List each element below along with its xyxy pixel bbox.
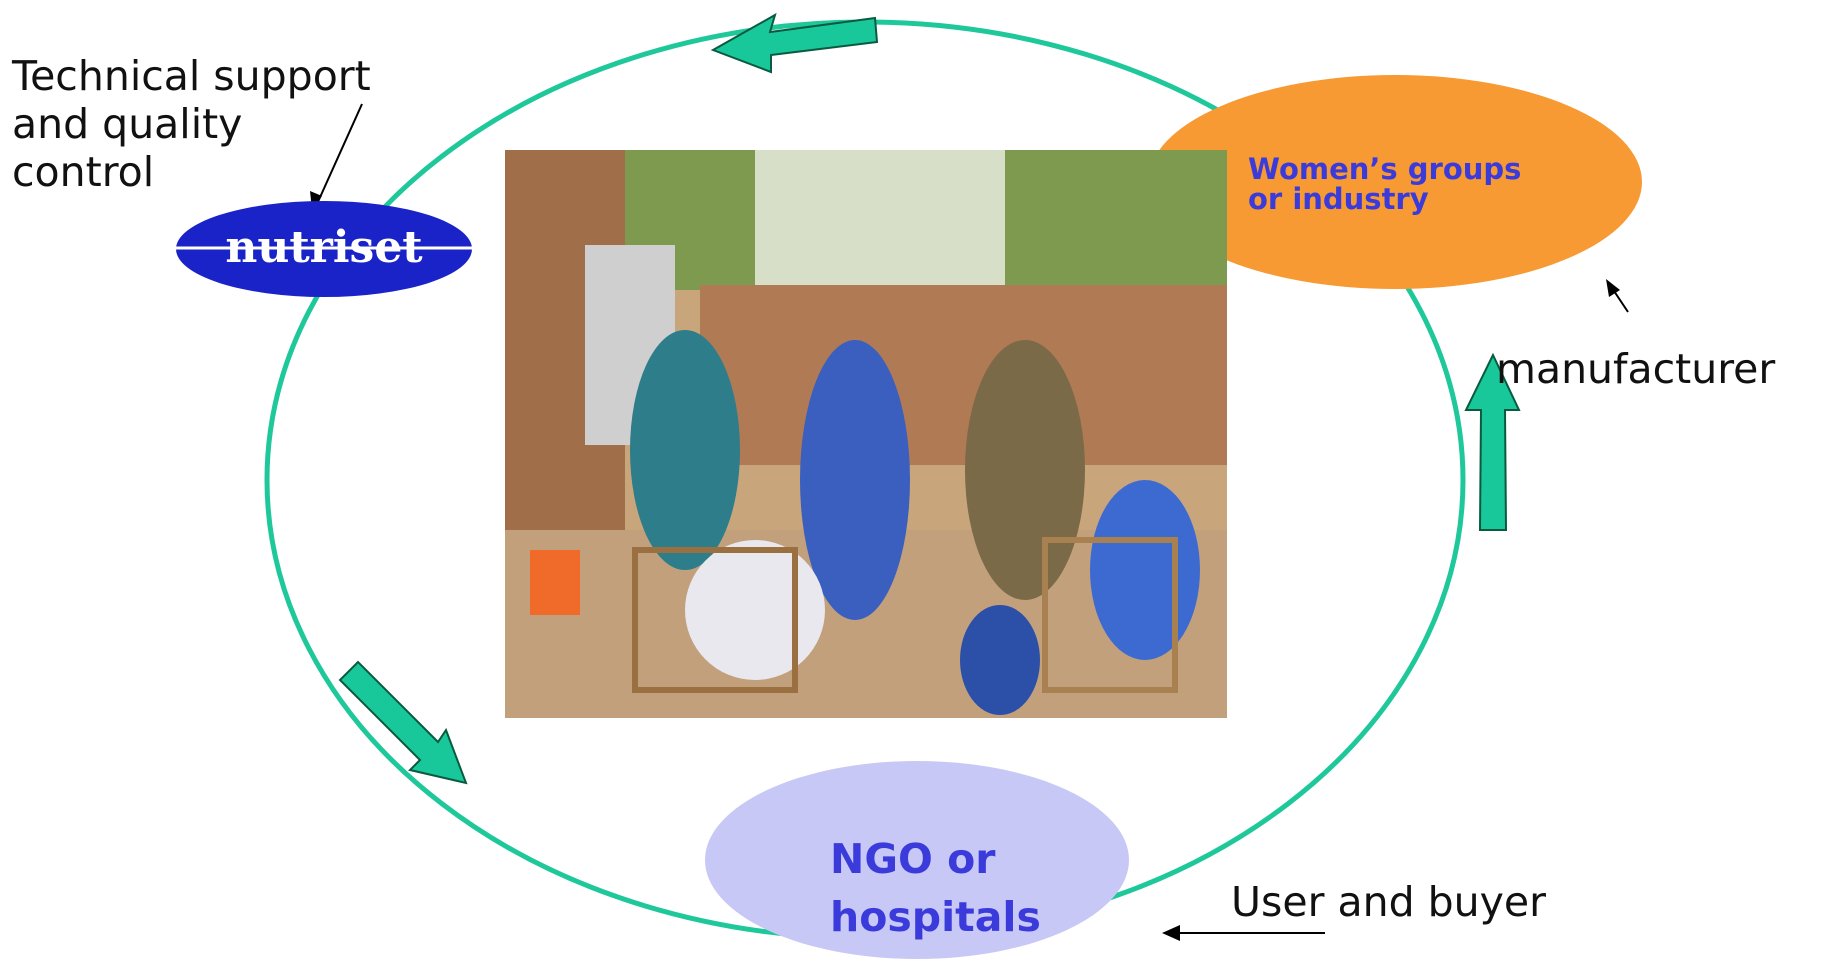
pointer-tech [316, 103, 363, 205]
photo-illustration [505, 150, 1227, 718]
technical-support-label: Technical support and quality control [12, 52, 392, 196]
women-line-1: Women’s groups [1248, 152, 1522, 186]
ngo-text: NGO or hospitals [830, 830, 1041, 946]
logo-text: nutriset [225, 222, 423, 273]
ngo-line-1: NGO or [830, 835, 996, 883]
manufacturer-label: manufacturer [1496, 345, 1776, 393]
photo-women-with-children [505, 150, 1227, 718]
arrow-bottom-left-down [338, 660, 468, 785]
women-groups-node [1148, 75, 1642, 289]
pointer-user-buyer-head [1162, 925, 1180, 941]
pointer-manufacturer-head [1606, 279, 1620, 297]
tech-line-3: control [12, 148, 155, 196]
nutriset-logo: nutriset [158, 201, 488, 297]
user-buyer-label: User and buyer [1231, 878, 1547, 926]
arrow-top-left [710, 12, 879, 74]
ngo-line-2: hospitals [830, 893, 1041, 941]
ngo-node [705, 761, 1129, 959]
tech-line-2: and quality [12, 100, 243, 148]
arrow-right-up [1464, 352, 1521, 531]
women-line-2: or industry [1248, 182, 1429, 216]
tech-line-1: Technical support [12, 52, 371, 100]
women-groups-text: Women’s groups or industry [1248, 154, 1521, 214]
